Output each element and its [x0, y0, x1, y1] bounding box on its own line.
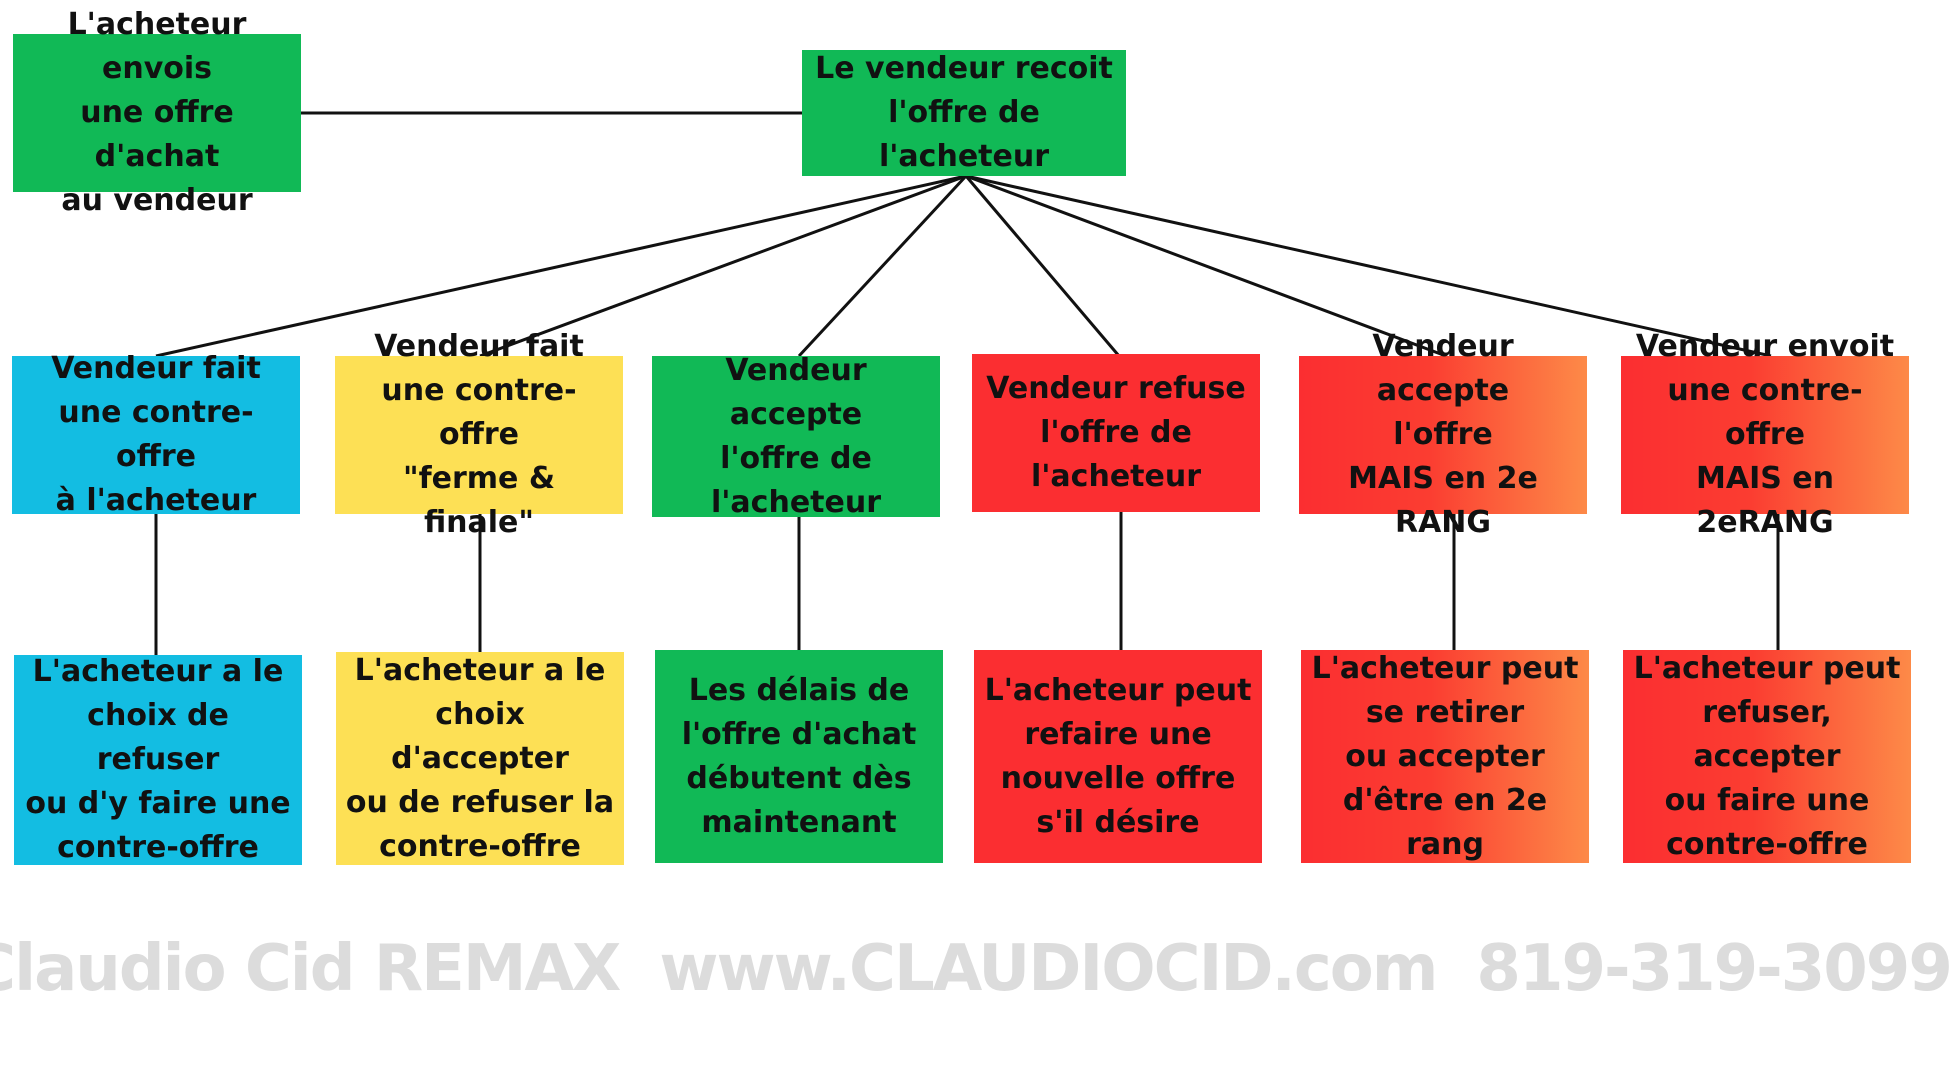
node-branch-refuses-offer: Vendeur refuse l'offre de l'acheteur: [972, 354, 1260, 512]
node-text: Vendeur accepte l'offre MAIS en 2e RANG: [1348, 329, 1538, 540]
node-text: L'acheteur a le choix d'accepter ou de r…: [345, 652, 615, 864]
node-text: Vendeur fait une contre-offre à l'achete…: [51, 351, 261, 518]
node-text: L'acheteur peut se retirer ou accepter d…: [1311, 650, 1579, 862]
node-text: Les délais de l'offre d'achat débutent d…: [681, 672, 917, 840]
node-outcome-delays-start: Les délais de l'offre d'achat débutent d…: [655, 650, 943, 863]
node-branch-counter-second-rank: Vendeur envoit une contre-offre MAIS en …: [1621, 329, 1909, 540]
node-branch-final-counter-offer: Vendeur fait une contre-offre "ferme & f…: [335, 329, 623, 540]
watermark-footer: Claudio Cid REMAX www.CLAUDIOCID.com 819…: [0, 924, 1951, 1014]
connector-line: [479, 174, 967, 358]
node-buyer-sends-offer: L'acheteur envois une offre d'achat au v…: [13, 7, 301, 218]
watermark-phone: 819-319-3099: [1476, 932, 1951, 1006]
node-text: L'acheteur peut refuser, accepter ou fai…: [1633, 650, 1901, 862]
node-text: Vendeur fait une contre-offre "ferme & f…: [374, 329, 584, 540]
node-branch-accepts-offer: Vendeur accepte l'offre de l'acheteur: [652, 353, 940, 520]
node-branch-counter-offer: Vendeur fait une contre-offre à l'achete…: [12, 351, 300, 518]
watermark-name: Claudio Cid REMAX: [0, 932, 621, 1006]
connector-line: [964, 175, 1121, 357]
node-text: Vendeur accepte l'offre de l'acheteur: [710, 352, 882, 520]
node-outcome-refuse-accept-counter: L'acheteur peut refuser, accepter ou fai…: [1623, 650, 1911, 863]
node-seller-receives-offer: Le vendeur recoit l'offre de l'acheteur: [802, 50, 1126, 176]
node-text: Vendeur envoit une contre-offre MAIS en …: [1635, 329, 1895, 540]
node-text: L'acheteur envois une offre d'achat au v…: [61, 7, 253, 218]
node-outcome-withdraw-or-second-rank: L'acheteur peut se retirer ou accepter d…: [1301, 650, 1589, 863]
node-outcome-refuse-or-counter: L'acheteur a le choix de refuser ou d'y …: [14, 654, 302, 865]
node-outcome-new-offer: L'acheteur peut refaire une nouvelle off…: [974, 650, 1262, 863]
node-branch-accepts-second-rank: Vendeur accepte l'offre MAIS en 2e RANG: [1299, 329, 1587, 540]
node-text: L'acheteur peut refaire une nouvelle off…: [984, 672, 1252, 840]
watermark-website: www.CLAUDIOCID.com: [659, 932, 1438, 1006]
connector-line: [965, 174, 1447, 358]
node-outcome-accept-or-refuse: L'acheteur a le choix d'accepter ou de r…: [336, 652, 624, 865]
node-text: Le vendeur recoit l'offre de l'acheteur: [815, 51, 1113, 174]
connector-line: [797, 174, 968, 358]
node-text: Vendeur refuse l'offre de l'acheteur: [986, 371, 1246, 494]
connector-line: [155, 174, 967, 358]
connector-line: [965, 174, 1772, 358]
node-text: L'acheteur a le choix de refuser ou d'y …: [25, 654, 291, 865]
